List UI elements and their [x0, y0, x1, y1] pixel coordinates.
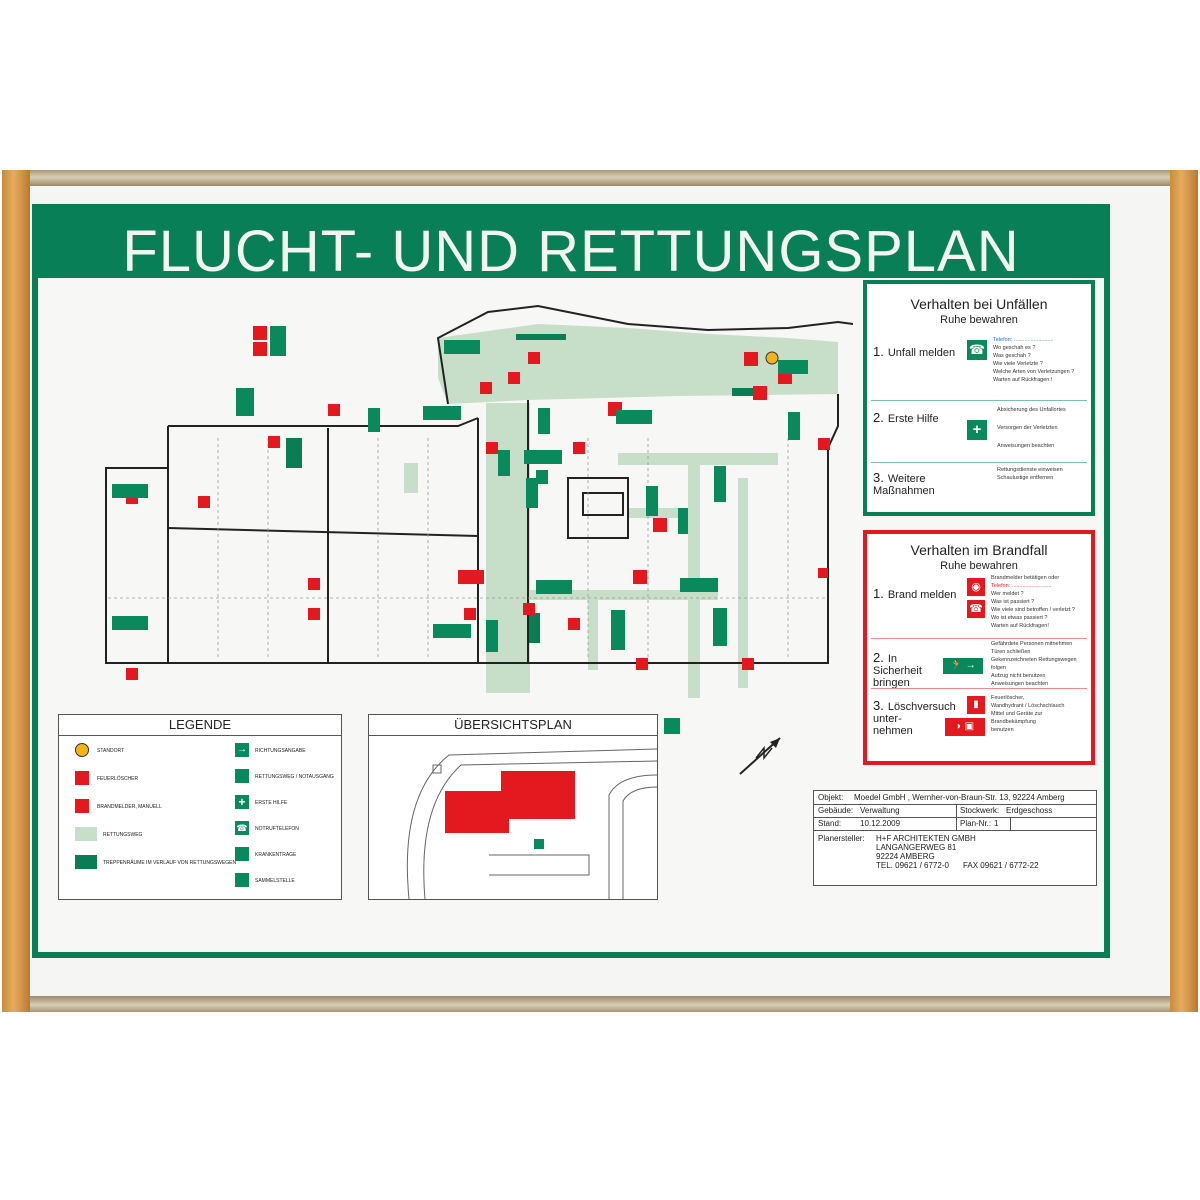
- north-arrow-icon: [739, 737, 781, 775]
- fire-instructions: Verhalten im Brandfall Ruhe bewahren 1.B…: [863, 530, 1095, 765]
- planner-address: H+F ARCHITEKTEN GMBH LANGANGERWEG 81 922…: [876, 834, 1039, 870]
- accident-step-3-details: Rettungsdienste einweisen Schaulustige e…: [997, 467, 1063, 481]
- location-icon: [75, 743, 89, 757]
- plan-content: Verhalten bei Unfällen Ruhe bewahren 1.U…: [38, 278, 1104, 952]
- hose-reel-icon: ◗ ▣: [945, 718, 985, 736]
- accident-step-1: 1.Unfall melden: [873, 344, 956, 359]
- assembly-point-icon: [534, 839, 544, 849]
- stairwell-swatch: [75, 855, 97, 869]
- overview-title: ÜBERSICHTSPLAN: [369, 715, 657, 736]
- building-footprint: [445, 771, 575, 833]
- sign-frame: FLUCHT- UND RETTUNGSPLAN: [0, 170, 1200, 1012]
- evacuation-plan-sheet: FLUCHT- UND RETTUNGSPLAN: [32, 204, 1110, 958]
- emergency-phone-icon: ☎: [967, 340, 987, 360]
- accident-step-1-details: Telefon: .......................... Wo g…: [993, 337, 1075, 383]
- extinguisher-icon: ▮: [967, 696, 985, 714]
- fire-step-1: 1.Brand melden: [873, 586, 957, 601]
- object-row: Objekt: Moedel GmbH , Wernher-von-Braun-…: [814, 791, 1096, 805]
- accident-step-2-details: Absicherung des Unfallortes Versorgen de…: [997, 407, 1066, 449]
- planner-label: Planersteller:: [818, 834, 865, 843]
- fire-phone-icon: ☎: [967, 600, 985, 618]
- wood-post-left: [2, 170, 30, 1012]
- fire-step-1-details: Brandmelder betätigen oder Telefon: ....…: [991, 575, 1075, 629]
- site-map: [406, 748, 657, 899]
- divider: [871, 400, 1087, 401]
- assembly-point-icon: [235, 873, 249, 887]
- frame-rail-bottom: [20, 996, 1180, 1012]
- extinguisher-icon: [75, 771, 89, 785]
- first-aid-icon: +: [235, 795, 249, 809]
- walls: [105, 304, 854, 664]
- fire-subtitle: Ruhe bewahren: [940, 560, 1018, 572]
- legend: LEGENDE STANDORT FEUERLÖSCHER BRANDMELDE…: [58, 714, 342, 900]
- fire-step-2: 2.In Sicherheit bringen: [873, 650, 922, 689]
- title-block: Objekt: Moedel GmbH , Wernher-von-Braun-…: [813, 790, 1097, 886]
- fire-extinguisher-signs: [126, 326, 830, 680]
- stretcher-icon: [235, 847, 249, 861]
- accident-step-2: 2.Erste Hilfe: [873, 410, 939, 425]
- building-row: Gebäude: Verwaltung Stockwerk: Erdgescho…: [814, 804, 1096, 818]
- accident-subtitle: Ruhe bewahren: [940, 314, 1018, 326]
- direction-arrow-icon: →: [235, 743, 249, 757]
- grid-lines: [108, 438, 828, 658]
- emergency-exit-icon: [235, 769, 249, 783]
- first-aid-icon: +: [967, 420, 987, 440]
- fire-alarm-icon: [75, 799, 89, 813]
- escape-route-swatch: [75, 827, 97, 841]
- emergency-phone-icon: ☎: [235, 821, 249, 835]
- floor-plan: [105, 304, 854, 698]
- divider: [871, 688, 1087, 689]
- escape-route-signs: [112, 326, 808, 652]
- exit-sign-icon: 🏃 →: [943, 658, 983, 674]
- legend-title: LEGENDE: [59, 715, 341, 736]
- frame-rail-top: [20, 170, 1180, 186]
- wood-post-right: [1170, 170, 1198, 1012]
- divider: [871, 638, 1087, 639]
- plan-title: FLUCHT- UND RETTUNGSPLAN: [122, 219, 1020, 284]
- assembly-point-icon: [664, 718, 680, 734]
- date-row: Stand: 10.12.2009 Plan-Nr.: 1: [814, 817, 1096, 831]
- accident-instructions: Verhalten bei Unfällen Ruhe bewahren 1.U…: [863, 280, 1095, 516]
- accident-title: Verhalten bei Unfällen: [910, 296, 1048, 312]
- fire-alarm-icon: ◉: [967, 578, 985, 596]
- divider: [871, 462, 1087, 463]
- fire-step-2-details: Gefährdete Personen mitnehmen Türen schl…: [991, 641, 1077, 687]
- fire-title: Verhalten im Brandfall: [910, 542, 1048, 558]
- accident-step-3: 3.Weitere Maßnahmen: [873, 470, 935, 497]
- overview-plan: ÜBERSICHTSPLAN: [368, 714, 658, 900]
- fire-step-3: 3.Löschversuch unter-nehmen: [873, 698, 956, 737]
- location-marker: [765, 351, 779, 365]
- fire-step-3-details: Feuerlöscher, Wandhydrant / Löschschlauc…: [991, 695, 1065, 733]
- stairwells: [286, 334, 762, 643]
